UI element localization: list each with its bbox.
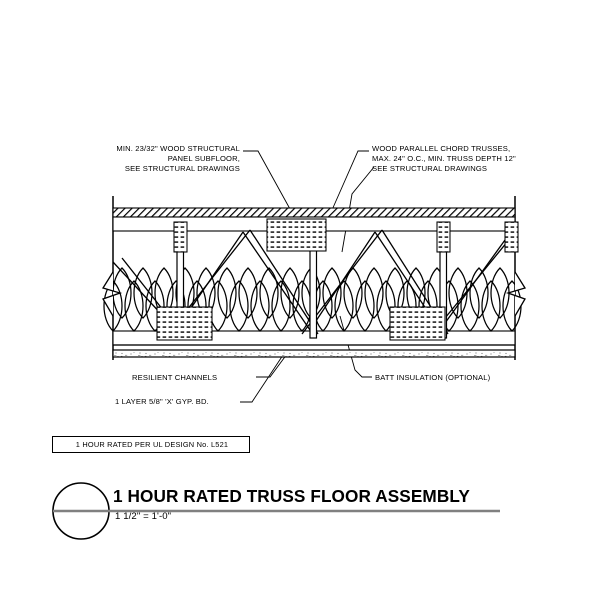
ul-rating-label: 1 HOUR RATED PER UL DESIGN No. L521 <box>75 440 229 449</box>
gusset-plate-bottom-2 <box>389 306 446 341</box>
title-block-graphics <box>52 482 500 540</box>
gusset-plates <box>156 218 519 341</box>
leader-trusses-b <box>341 166 375 253</box>
trusses-note: WOOD PARALLEL CHORD TRUSSES, MAX. 24" O.… <box>372 144 516 174</box>
gusset-plate-top-2 <box>266 218 327 252</box>
gypsum-board-band <box>112 349 516 358</box>
leader-batt <box>339 315 372 378</box>
leader-subfloor <box>243 150 291 210</box>
insulation-loops-upper <box>112 267 510 319</box>
batt-insulation-note: BATT INSULATION (OPTIONAL) <box>375 373 491 382</box>
leader-lines <box>240 150 375 403</box>
gusset-plate-top-4 <box>504 221 519 253</box>
resilient-channels-note: RESILIENT CHANNELS <box>132 373 218 382</box>
gusset-plate-top-3 <box>436 221 451 253</box>
subfloor-band <box>112 207 516 218</box>
gusset-plate-bottom-1 <box>156 306 213 341</box>
gusset-plate-top-1 <box>173 221 188 253</box>
subfloor-note: MIN. 23/32" WOOD STRUCTURAL PANEL SUBFLO… <box>116 144 240 174</box>
detail-title: 1 HOUR RATED TRUSS FLOOR ASSEMBLY <box>113 486 470 506</box>
leader-resilient <box>256 349 291 378</box>
leader-gypsum <box>240 351 286 403</box>
gypsum-board-note: 1 LAYER 5/8" 'X' GYP. BD. <box>115 397 209 406</box>
ul-rating-box: 1 HOUR RATED PER UL DESIGN No. L521 <box>52 436 250 453</box>
break-line-left <box>101 271 123 317</box>
detail-scale: 1 1/2" = 1'-0" <box>115 511 172 522</box>
assembly-section <box>101 196 527 360</box>
break-line-right <box>505 271 527 317</box>
leader-trusses-a <box>331 150 369 211</box>
